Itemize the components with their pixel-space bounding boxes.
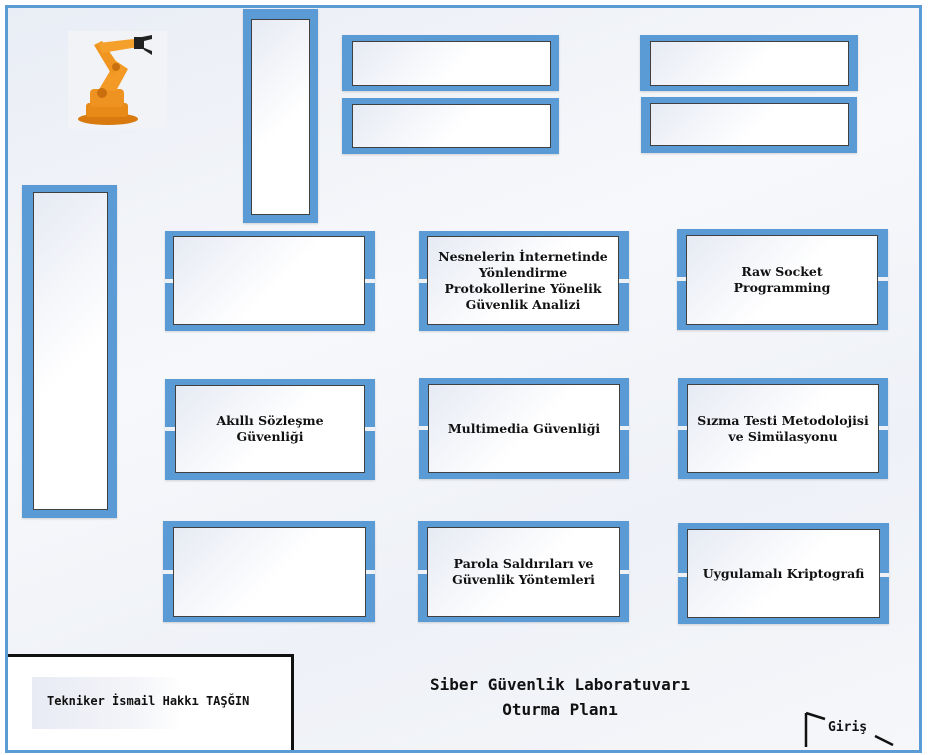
table-r3c2: Parola Saldırıları ve Güvenlik Yöntemler… (418, 521, 629, 622)
plan-title-line-1: Siber Güvenlik Laboratuvarı (429, 675, 691, 694)
table-top (173, 527, 366, 617)
table-label-applied-cryptography: Uygulamalı Kriptografi (687, 529, 880, 618)
table-top-row-1-left (342, 35, 559, 91)
entrance-label: Giriş (828, 720, 868, 735)
plan-title: Siber Güvenlik Laboratuvarı Oturma Planı (360, 672, 760, 722)
table-r2c2: Multimedia Güvenliği (419, 378, 629, 479)
table-r1c1 (165, 231, 375, 331)
table-r1c2: Nesnelerin İnternetinde Yönlendirme Prot… (419, 231, 629, 331)
table-top (650, 41, 849, 86)
table-label-penetration-testing: Sızma Testi Metodolojisi ve Simülasyonu (687, 384, 879, 473)
table-top-row-2-left (342, 98, 559, 154)
table-label-iot-routing-security: Nesnelerin İnternetinde Yönlendirme Prot… (427, 236, 619, 325)
vertical-table-left (22, 185, 117, 518)
table-label-password-attacks: Parola Saldırıları ve Güvenlik Yöntemler… (427, 527, 620, 617)
table-r2c1: Akıllı Sözleşme Güvenliği (165, 379, 375, 480)
table-top (352, 104, 551, 148)
vertical-table-top (243, 9, 318, 223)
table-top-row-1-right (640, 35, 858, 91)
table-r2c3: Sızma Testi Metodolojisi ve Simülasyonu (678, 378, 888, 479)
technician-nameplate (32, 677, 182, 729)
robot-arm-icon (68, 31, 167, 129)
plan-title-line-2: Oturma Planı (502, 700, 618, 719)
table-top (173, 236, 365, 325)
door-icon (804, 711, 894, 747)
table-top (650, 103, 849, 146)
table-top-row-2-right (641, 97, 857, 153)
table-label-smart-contract-security: Akıllı Sözleşme Güvenliği (175, 385, 365, 473)
table-label-raw-socket-programming: Raw Socket Programming (686, 235, 878, 325)
table-top (251, 19, 310, 215)
table-r3c3: Uygulamalı Kriptografi (678, 523, 889, 624)
technician-name: Tekniker İsmail Hakkı TAŞĞIN (47, 694, 250, 708)
table-r3c1 (163, 521, 375, 622)
table-top (33, 192, 108, 510)
table-label-multimedia-security: Multimedia Güvenliği (428, 384, 620, 473)
table-top (352, 41, 551, 86)
table-r1c3: Raw Socket Programming (677, 229, 888, 330)
